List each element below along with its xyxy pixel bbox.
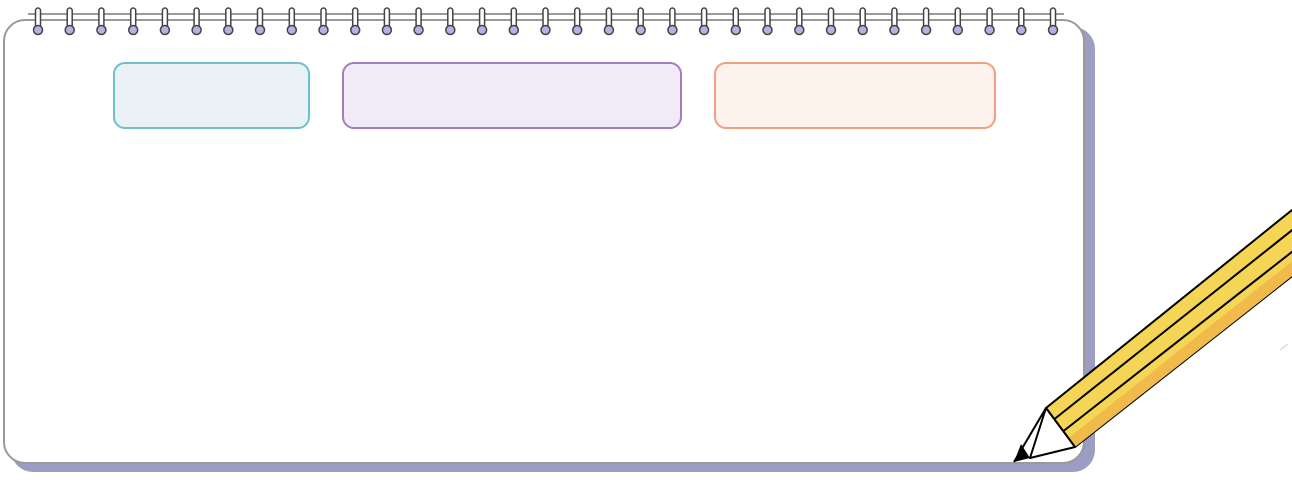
spiral-ring [318, 7, 329, 36]
spiral-ring [32, 7, 44, 36]
pencil-mark [1279, 343, 1289, 351]
label-box-3 [714, 62, 996, 129]
label-box-1 [113, 62, 310, 129]
pencil-stripe-2 [1060, 250, 1292, 434]
spiral-ring [952, 7, 964, 36]
label-box-2 [342, 62, 682, 129]
spiral-ring [413, 7, 424, 36]
spiral-ring [603, 7, 615, 36]
spiral-ring [667, 7, 678, 36]
spiral-ring [762, 7, 773, 36]
spiral-ring [96, 7, 107, 36]
spiral-ring [127, 7, 139, 36]
spiral-ring [920, 7, 932, 36]
spiral-ring [984, 7, 995, 36]
spiral-ring [64, 7, 75, 36]
spiral-ring [571, 7, 583, 36]
spiral-ring [1047, 7, 1059, 36]
spiral-ring [445, 7, 456, 36]
spiral-ring [1016, 7, 1027, 36]
spiral-ring [159, 7, 171, 36]
spiral-ring [698, 7, 710, 36]
spiral-ring [508, 7, 520, 36]
spiral-ring [191, 7, 202, 36]
spiral-binding [28, 7, 1064, 36]
pencil-shade [1066, 261, 1292, 447]
spiral-ring [889, 7, 900, 36]
spiral-ring [254, 7, 266, 36]
spiral-ring [857, 7, 868, 36]
spiral-ring [825, 7, 837, 36]
spiral-ring [730, 7, 742, 36]
spiral-ring [381, 7, 393, 36]
spiral-ring [476, 7, 488, 36]
spiral-ring [286, 7, 298, 36]
spiral-ring [223, 7, 234, 36]
spiral-ring [349, 7, 361, 36]
spiral-ring [635, 7, 646, 36]
spiral-ring [540, 7, 551, 36]
spiral-ring [794, 7, 805, 36]
